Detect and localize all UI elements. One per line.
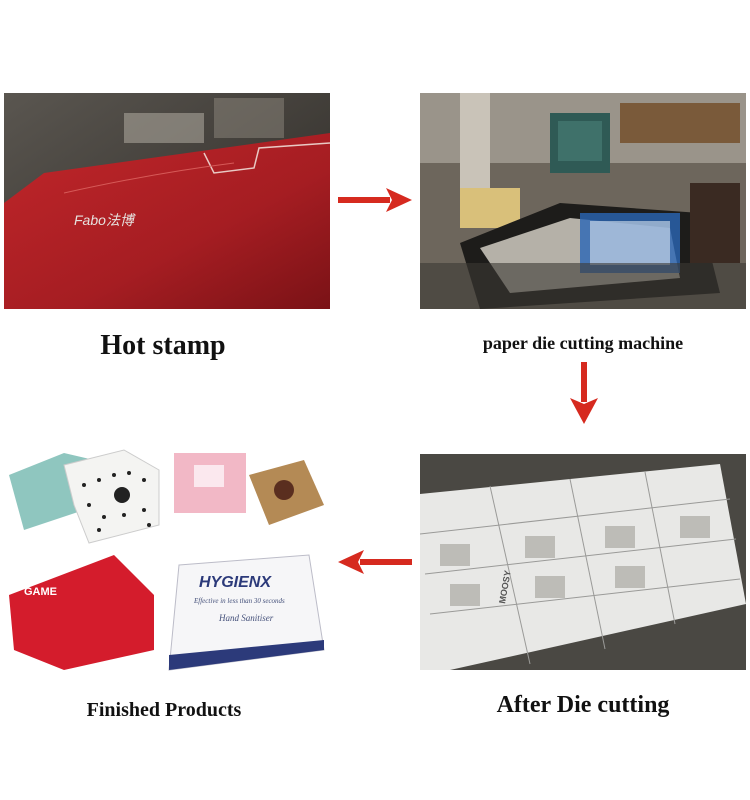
finished-hygienx-product: Hand Sanitiser [218, 613, 274, 623]
finished-hygienx-tagline: Effective in less than 30 seconds [193, 597, 285, 605]
hot-stamp-logo-text: Fabo法博 [74, 212, 136, 228]
after-die-cutting-photo: MOOSY [420, 454, 746, 670]
hot-stamp-label: Hot stamp [100, 330, 226, 361]
down-arrow [570, 362, 598, 424]
die-cutting-machine-photo [420, 93, 746, 309]
right-arrow [338, 188, 412, 212]
hot-stamp-photo: Fabo法博 [4, 93, 330, 309]
after-die-cutting-label: After Die cutting [496, 692, 670, 718]
finished-red-box-text: GAME [24, 586, 57, 598]
finished-hygienx-text: HYGIENX [199, 574, 272, 591]
finished-products-photo: GAME HYGIENX Effective in less than 30 s… [4, 445, 330, 675]
left-arrow [338, 550, 412, 574]
finished-products-label: Finished Products [86, 699, 242, 721]
die-cutting-machine-label: paper die cutting machine [482, 333, 684, 353]
